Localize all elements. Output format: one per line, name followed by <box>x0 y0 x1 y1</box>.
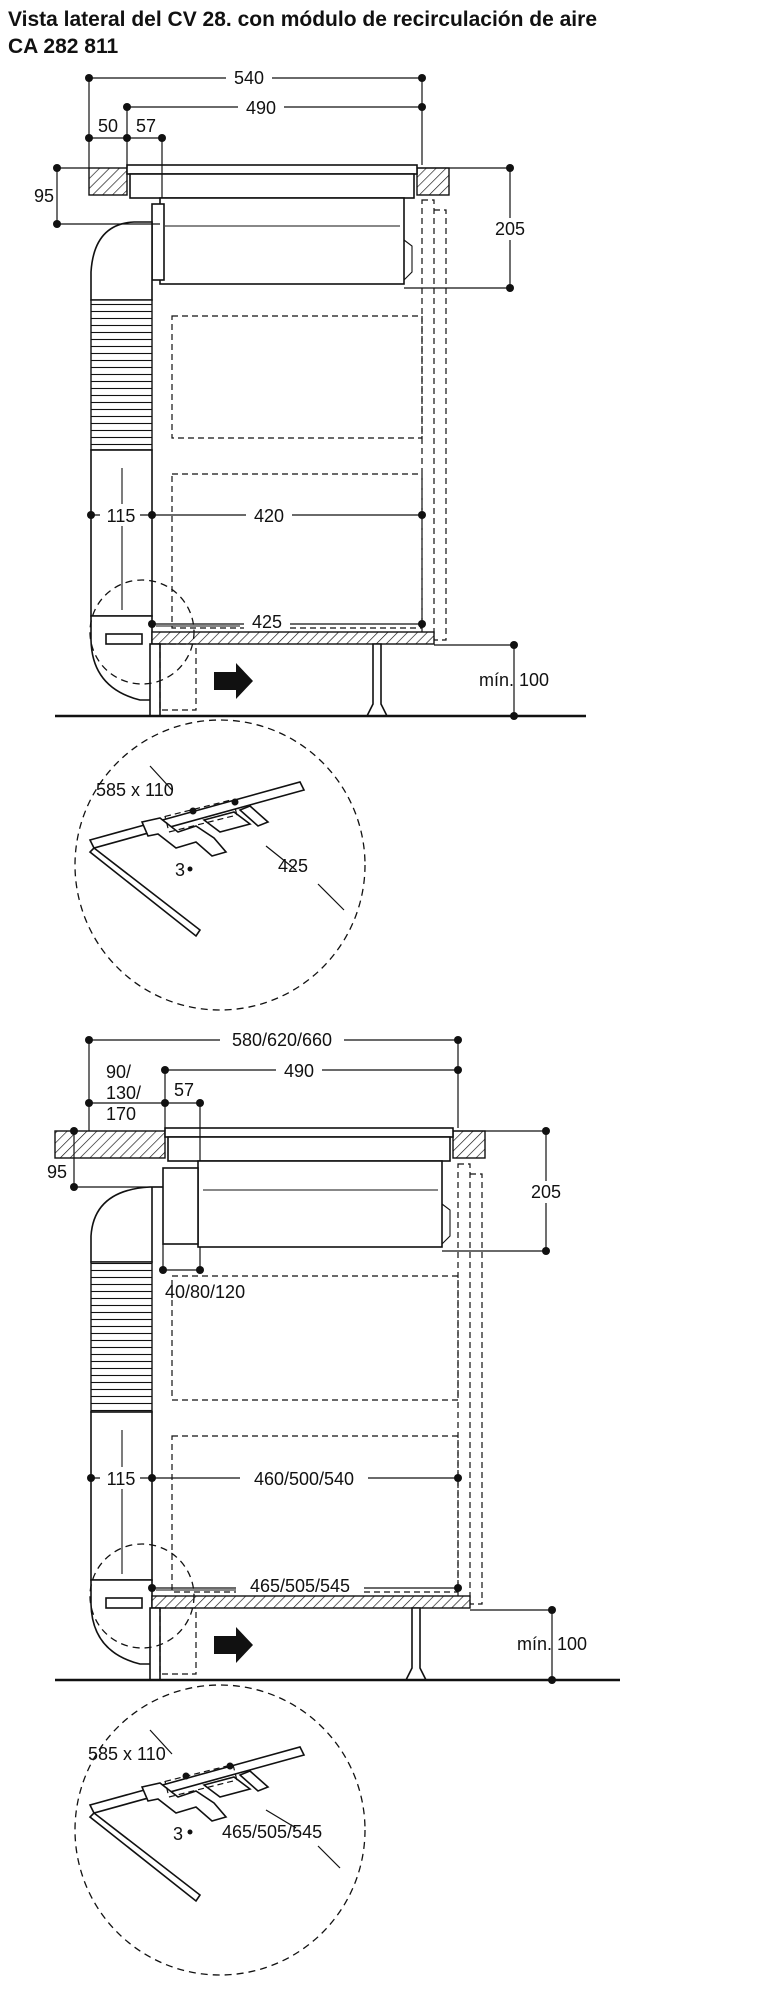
dim-465: 465/505/545 <box>250 1576 350 1596</box>
title-line-2: CA 282 811 <box>8 35 119 58</box>
detail-425: 425 <box>278 856 308 876</box>
dim-40: 40/80/120 <box>165 1282 245 1302</box>
countertop-right <box>416 167 450 196</box>
cooktop-glass <box>126 164 418 175</box>
air-flow-arrow-2 <box>214 1627 253 1663</box>
dim-57-2: 57 <box>174 1080 194 1100</box>
detail-3-2: 3 <box>173 1824 183 1844</box>
dim-95: 95 <box>34 186 54 206</box>
dim-490-2: 490 <box>284 1061 314 1081</box>
dim-50: 50 <box>98 116 118 136</box>
countertop-left <box>88 167 128 196</box>
cutout-bracket <box>140 817 228 857</box>
shelf-plate-2 <box>151 1595 471 1609</box>
cooktop-glass-2 <box>164 1127 454 1138</box>
countertop-left-2 <box>54 1130 166 1159</box>
detail-585x110-2: 585 x 110 <box>88 1744 166 1764</box>
dim-425: 425 <box>252 612 282 632</box>
dim-460: 460/500/540 <box>254 1469 354 1489</box>
dim-130: 130/ <box>106 1083 141 1103</box>
fan-module <box>159 197 405 285</box>
duct-flexible <box>90 299 153 451</box>
dim-170: 170 <box>106 1104 136 1124</box>
dim-205: 205 <box>495 219 525 239</box>
dim-540: 540 <box>234 68 264 88</box>
dim-115: 115 <box>107 506 136 526</box>
detail-3: 3 <box>175 860 185 880</box>
dim-420: 420 <box>254 506 284 526</box>
detail-585x110: 585 x 110 <box>96 780 174 800</box>
dim-95-2: 95 <box>47 1162 67 1182</box>
top-side-view: 540 490 50 57 95 205 115 420 425 <box>34 66 586 1011</box>
bottom-side-view: 580/620/660 490 90/ 130/ 170 57 95 205 4… <box>47 1028 620 1976</box>
shelf-plate <box>151 631 435 645</box>
dim-min100-2: mín. 100 <box>517 1634 587 1654</box>
page-title: Vista lateral del CV 28. con módulo de r… <box>8 6 748 60</box>
dim-115-2: 115 <box>107 1469 136 1489</box>
countertop-right-2 <box>452 1130 486 1159</box>
dim-205-2: 205 <box>531 1182 561 1202</box>
duct-flexible-2 <box>90 1261 153 1413</box>
dim-min100: mín. 100 <box>479 670 549 690</box>
air-flow-arrow <box>214 663 253 699</box>
dim-57: 57 <box>136 116 156 136</box>
cooktop-housing <box>129 173 415 199</box>
fan-module-2 <box>197 1160 443 1248</box>
title-line-1: Vista lateral del CV 28. con módulo de r… <box>8 8 597 31</box>
duct-elbow <box>90 221 153 301</box>
dim-580: 580/620/660 <box>232 1030 332 1050</box>
dim-90: 90/ <box>106 1062 131 1082</box>
detail-465: 465/505/545 <box>222 1822 322 1842</box>
dim-490: 490 <box>246 98 276 118</box>
